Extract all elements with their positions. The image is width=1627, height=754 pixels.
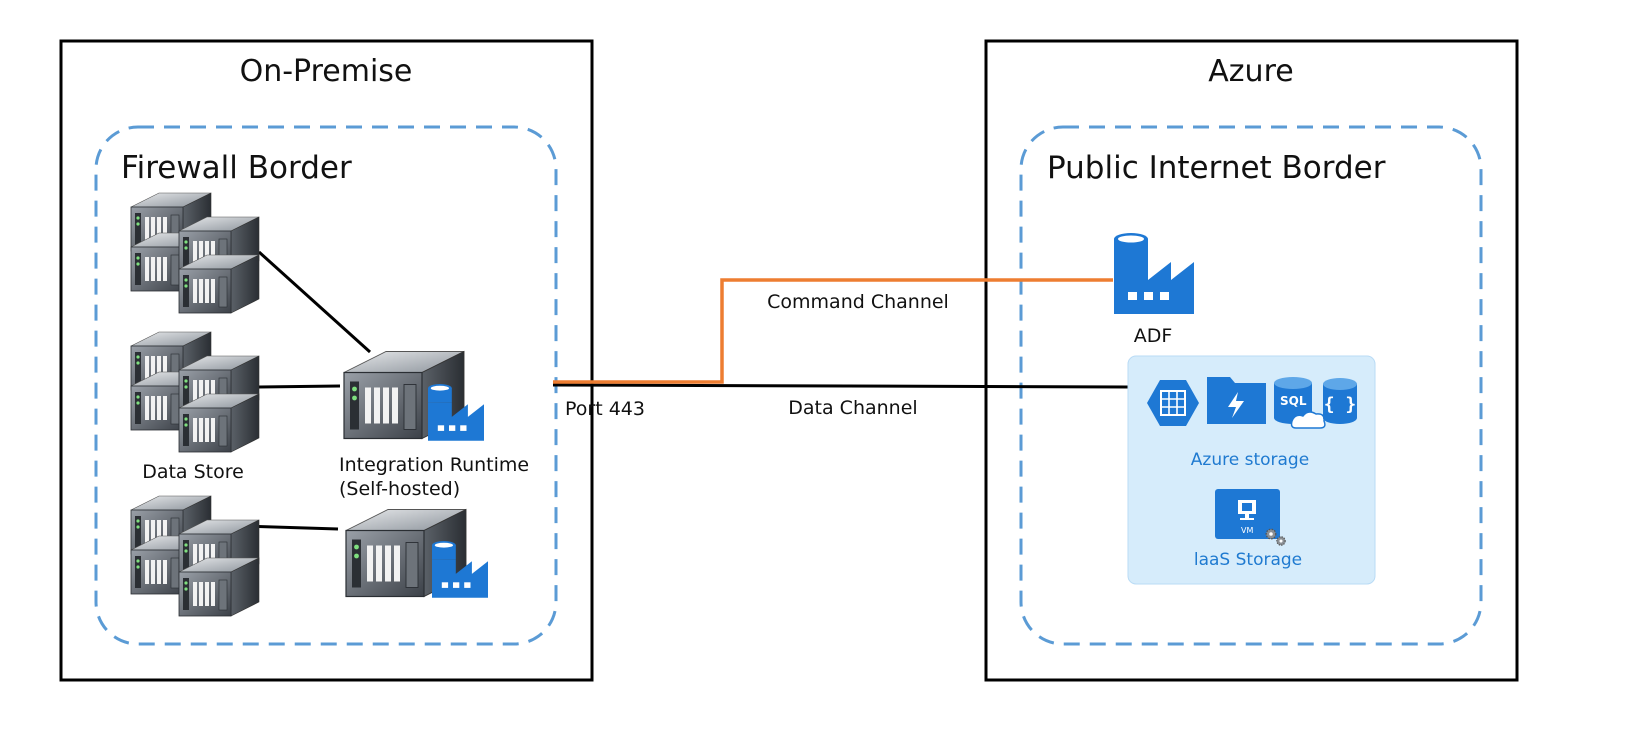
firewall-border-title: Firewall Border: [121, 150, 352, 186]
server-rack-icon: [131, 496, 259, 616]
integration-runtime-server: [345, 508, 488, 598]
gear-icon: [1265, 528, 1277, 540]
integration-runtime-label-sub: (Self-hosted): [339, 478, 460, 500]
connector-line: [243, 524, 339, 531]
file-storage-icon: [1207, 377, 1266, 424]
integration-runtime-label: Integration Runtime: [339, 454, 529, 476]
cosmos-db-icon: { }: [1323, 378, 1357, 424]
integration-runtime-server: [343, 350, 484, 441]
public-internet-border-title: Public Internet Border: [1047, 150, 1386, 186]
table-storage-icon: [1147, 380, 1199, 426]
port-label: Port 443: [565, 398, 645, 420]
azure-storage-label: Azure storage: [1191, 450, 1309, 470]
gear-icon: [1276, 536, 1286, 546]
adf-label: ADF: [1134, 325, 1173, 347]
data-store-label: Data Store: [142, 461, 244, 483]
on-premise-zone: [59, 39, 594, 682]
iaas-storage-label: laaS Storage: [1194, 550, 1302, 570]
server-rack-icon: [131, 332, 259, 452]
connector-line: [258, 384, 341, 389]
command-channel-label: Command Channel: [767, 291, 949, 313]
server-rack-icon: [131, 193, 259, 313]
virtual-machine-icon: VM: [1215, 489, 1280, 539]
command-channel-line: [553, 278, 1113, 384]
json-icon-text: { }: [1324, 394, 1357, 415]
azure-zone: [984, 39, 1519, 682]
sql-icon-text: SQL: [1280, 394, 1307, 408]
factory-icon: [1114, 233, 1194, 314]
vm-icon-text: VM: [1241, 526, 1253, 535]
data-channel-line: [552, 383, 1129, 389]
data-channel-label: Data Channel: [788, 397, 917, 419]
azure-title: Azure: [1208, 54, 1293, 89]
on-premise-title: On-Premise: [240, 54, 413, 89]
sql-database-icon: SQL: [1274, 377, 1326, 429]
connector-line: [257, 250, 372, 354]
